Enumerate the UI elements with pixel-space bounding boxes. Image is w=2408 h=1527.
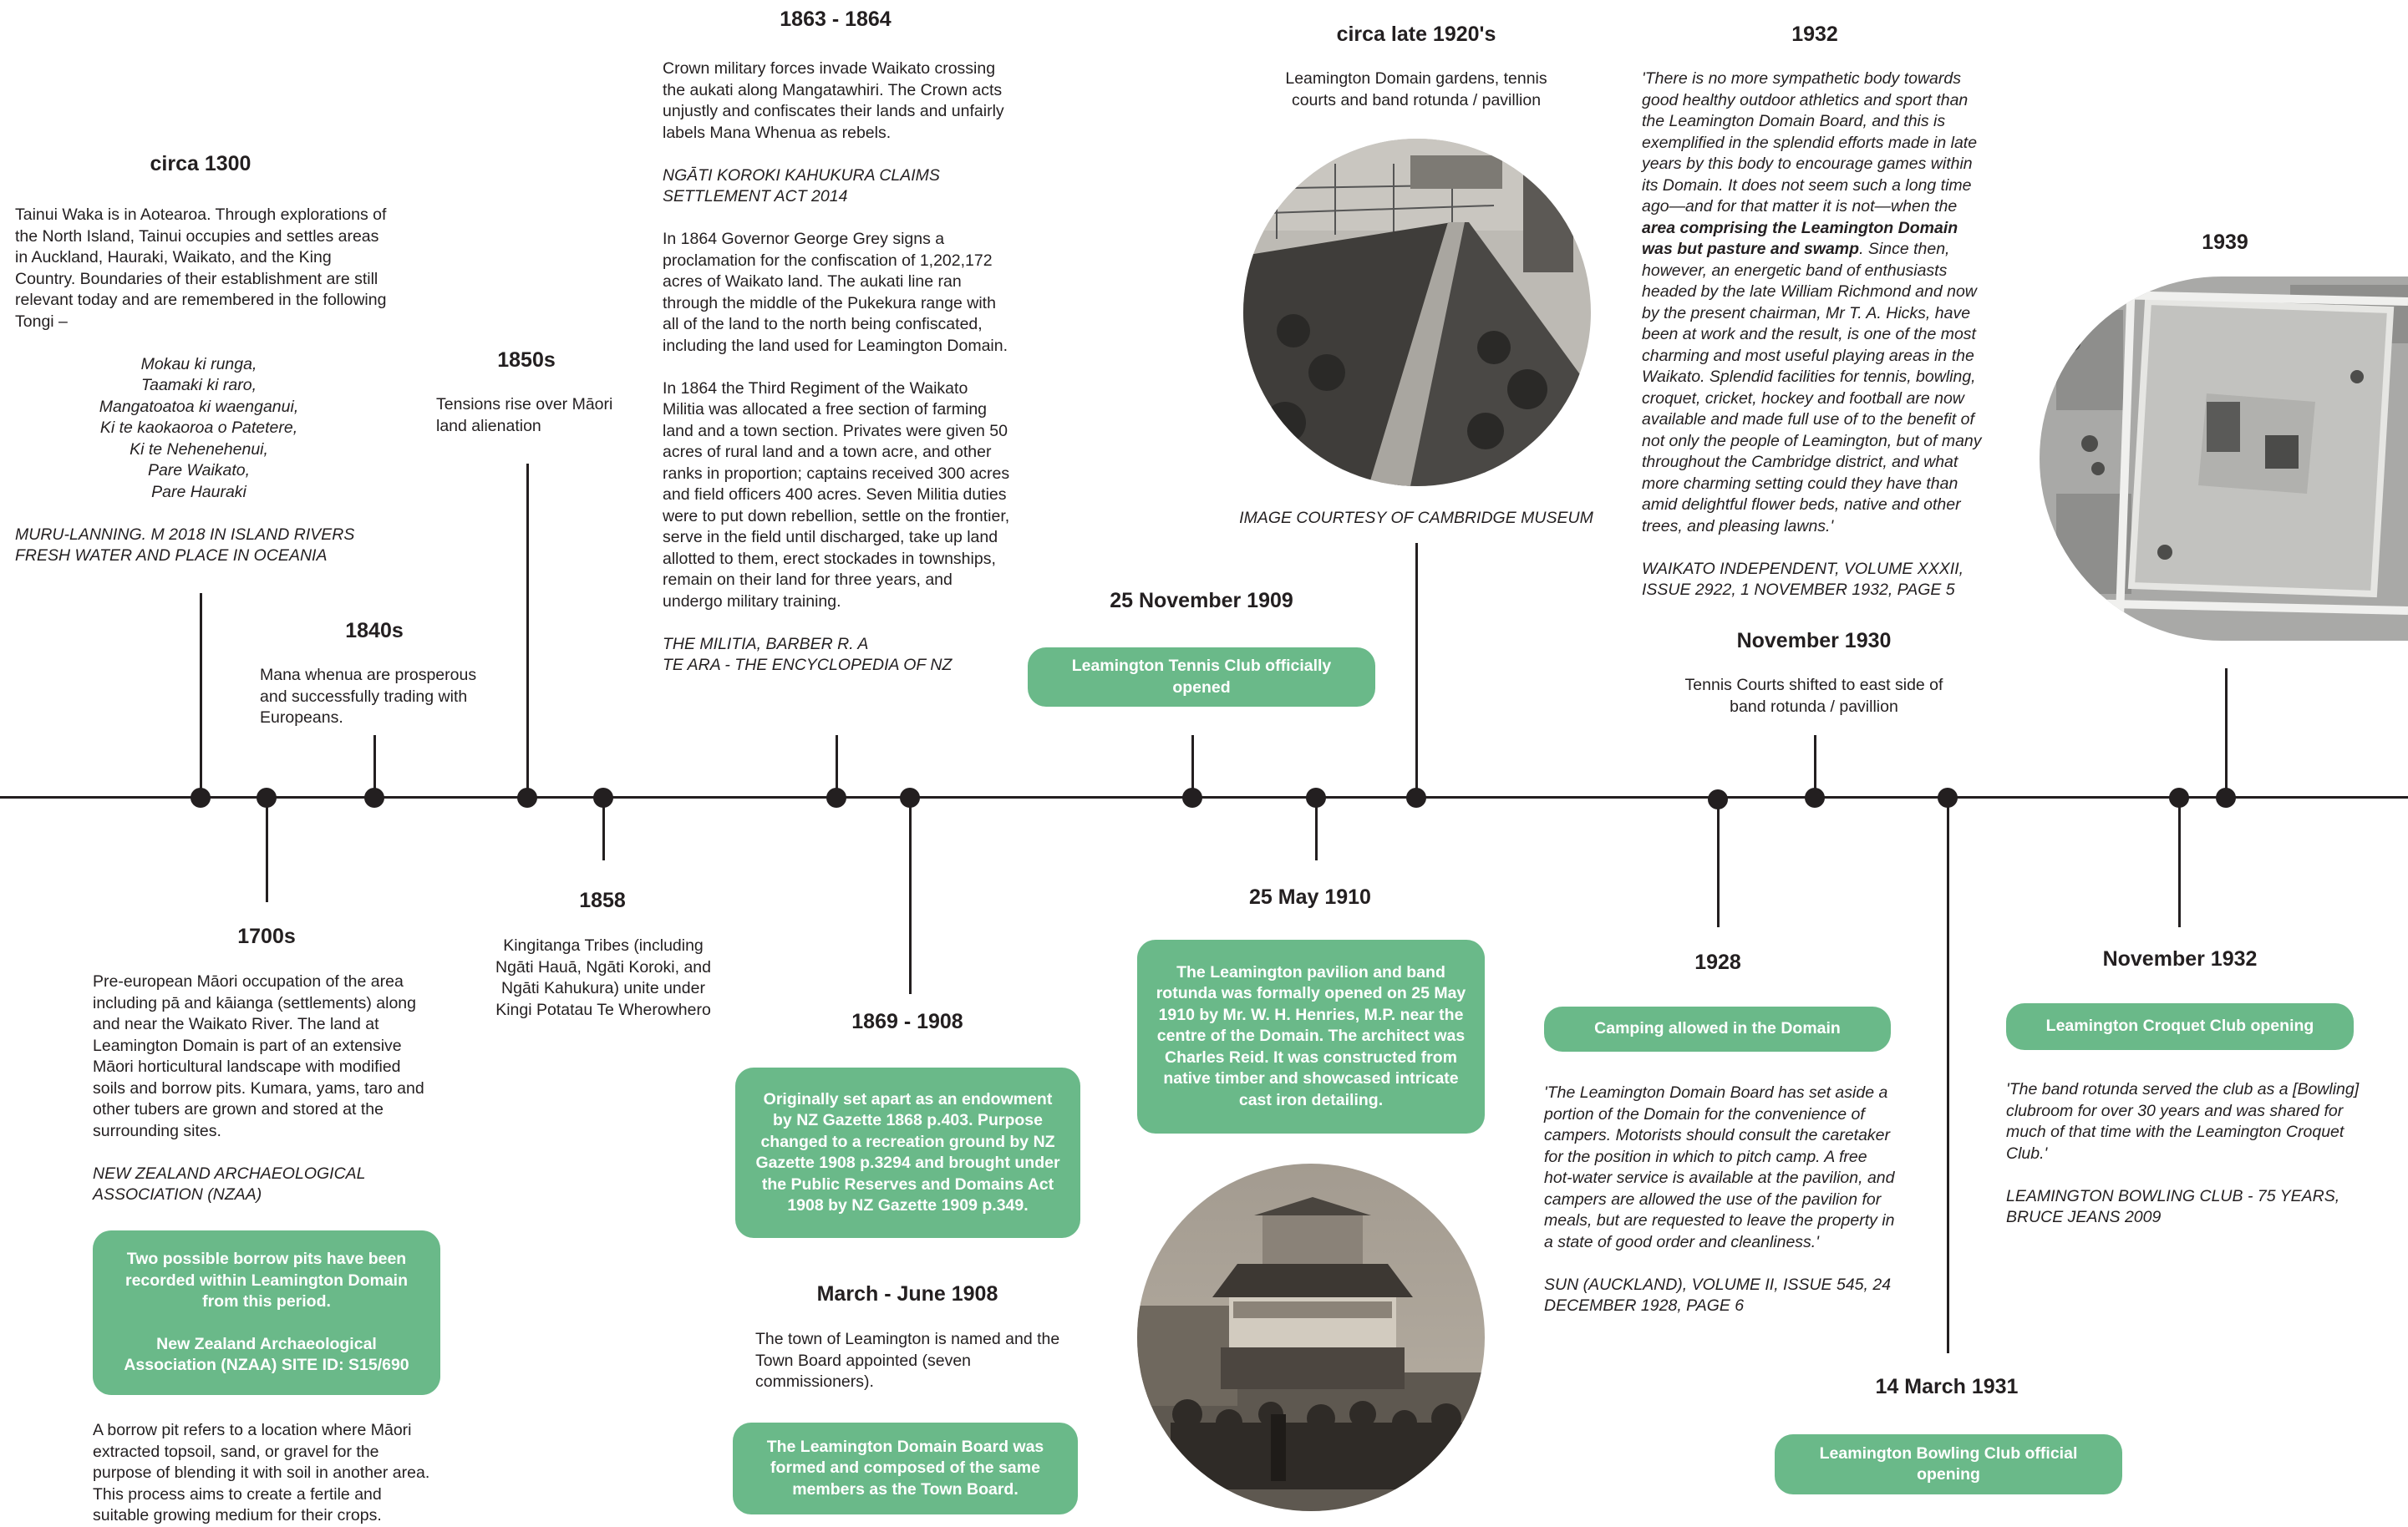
event-year: circa 1300 bbox=[150, 152, 251, 175]
event-text: Tainui Waka is in Aotearoa. Through expl… bbox=[15, 205, 387, 588]
event-year: 1863 - 1864 bbox=[780, 8, 892, 31]
info-pill: Camping allowed in the Domain bbox=[1544, 1007, 1891, 1052]
pill-text: Two possible borrow pits have been recor… bbox=[124, 1250, 409, 1311]
connector-line bbox=[1191, 735, 1194, 798]
aerial-photo bbox=[2040, 276, 2408, 641]
garden-image bbox=[1243, 139, 1591, 486]
event-text: 'The band rotunda served the club as a [… bbox=[2006, 1079, 2374, 1250]
connector-line bbox=[1717, 798, 1720, 927]
tongi-line: Ki te kaokaoroa o Patetere, bbox=[99, 419, 298, 437]
tongi-line: Ki te Nehenehenui, bbox=[130, 439, 268, 459]
pill-text: The Leamington Domain Board was formed a… bbox=[766, 1437, 1044, 1499]
event-year: 1840s bbox=[345, 619, 404, 642]
event-year: 1700s bbox=[237, 925, 296, 948]
event-description: Tensions rise over Māori land alienation bbox=[436, 395, 613, 435]
connector-line bbox=[1814, 735, 1816, 798]
event-description: Tainui Waka is in Aotearoa. Through expl… bbox=[15, 205, 387, 331]
tongi: Mokau ki runga, Taamaki ki raro, Mangato… bbox=[15, 354, 383, 504]
connector-line bbox=[2225, 668, 2228, 798]
event-year: 1869 - 1908 bbox=[851, 1010, 963, 1033]
event-year: November 1932 bbox=[2102, 947, 2258, 971]
pill-text: Originally set apart as an endowment by … bbox=[755, 1089, 1060, 1215]
connector-line bbox=[2178, 798, 2181, 927]
connector-line bbox=[1947, 798, 1949, 1353]
event-description: Mana whenua are prosperous and successfu… bbox=[260, 666, 477, 727]
pill-text: Leamington Tennis Club officially opened bbox=[1071, 657, 1332, 697]
event-source: TE ARA - THE ENCYCLOPEDIA OF NZ bbox=[663, 656, 953, 674]
connector-line bbox=[836, 735, 838, 798]
event-source: THE MILITIA, BARBER R. A bbox=[663, 634, 869, 653]
timeline-axis bbox=[0, 796, 2408, 799]
event-source: WAIKATO INDEPENDENT, VOLUME XXXII, ISSUE… bbox=[1642, 559, 1964, 600]
event-text: Crown military forces invade Waikato cro… bbox=[663, 58, 1013, 677]
tongi-line: Mokau ki runga, bbox=[140, 354, 257, 373]
connector-line bbox=[266, 798, 268, 902]
connector-line bbox=[602, 798, 605, 860]
event-description: In 1864 the Third Regiment of the Waikat… bbox=[663, 378, 1010, 611]
info-pill: Originally set apart as an endowment by … bbox=[735, 1068, 1080, 1238]
info-pill: Leamington Bowling Club official opening bbox=[1775, 1434, 2122, 1494]
pill-text: Camping allowed in the Domain bbox=[1594, 1019, 1841, 1038]
connector-line bbox=[1315, 798, 1318, 860]
event-year: 14 March 1931 bbox=[1875, 1375, 2019, 1398]
event-description: Crown military forces invade Waikato cro… bbox=[663, 59, 1004, 142]
event-source: NGĀTI KOROKI KAHUKURA CLAIMS SETTLEMENT … bbox=[663, 165, 940, 206]
event-text: 'The Leamington Domain Board has set asi… bbox=[1544, 1083, 1895, 1338]
event-year: 1939 bbox=[2202, 231, 2248, 254]
event-year: 1928 bbox=[1694, 951, 1741, 974]
event-year: March - June 1908 bbox=[816, 1282, 998, 1306]
info-pill: Two possible borrow pits have been recor… bbox=[93, 1230, 440, 1395]
quote-part: 'There is no more sympathetic body towar… bbox=[1642, 69, 1978, 216]
quote-part: . Since then, however, an energetic band… bbox=[1642, 240, 1982, 535]
garden-photo bbox=[1243, 139, 1591, 486]
tongi-line: Taamaki ki raro, bbox=[141, 376, 257, 394]
event-quote: 'The band rotunda served the club as a [… bbox=[2006, 1080, 2360, 1163]
event-year: 1932 bbox=[1791, 23, 1838, 46]
connector-line bbox=[909, 798, 912, 994]
connector-line bbox=[373, 735, 376, 798]
event-description: The town of Leamington is named and the … bbox=[755, 1330, 1060, 1391]
event-source: SUN (AUCKLAND), VOLUME II, ISSUE 545, 24… bbox=[1544, 1275, 1892, 1316]
quote-emphasis: area comprising the Leamington Domain wa… bbox=[1642, 218, 1958, 259]
event-description: Pre-european Māori occupation of the are… bbox=[93, 972, 424, 1140]
event-year: circa late 1920's bbox=[1336, 23, 1496, 46]
rotunda-photo bbox=[1137, 1164, 1485, 1511]
event-quote: 'There is no more sympathetic body towar… bbox=[1642, 68, 1993, 537]
connector-line bbox=[526, 464, 529, 798]
pill-text: Leamington Croquet Club opening bbox=[2045, 1017, 2314, 1036]
event-description: Tennis Courts shifted to east side of ba… bbox=[1684, 676, 1943, 716]
event-description: In 1864 Governor George Grey signs a pro… bbox=[663, 230, 1008, 355]
info-pill: The Leamington pavilion and band rotunda… bbox=[1137, 940, 1485, 1134]
event-quote: 'The Leamington Domain Board has set asi… bbox=[1544, 1083, 1895, 1251]
event-description: Kingitanga Tribes (including Ngāti Hauā,… bbox=[495, 936, 711, 1019]
event-year: 25 November 1909 bbox=[1110, 589, 1293, 612]
connector-line bbox=[200, 593, 202, 798]
connector-line bbox=[1415, 543, 1418, 798]
info-pill: Leamington Croquet Club opening bbox=[2006, 1003, 2354, 1050]
event-source: NEW ZEALAND ARCHAEOLOGICAL ASSOCIATION (… bbox=[93, 1164, 366, 1205]
event-note: A borrow pit refers to a location where … bbox=[93, 1421, 430, 1524]
event-year: November 1930 bbox=[1736, 629, 1892, 652]
event-year: 1850s bbox=[497, 348, 556, 372]
event-description: Leamington Domain gardens, tennis courts… bbox=[1285, 69, 1547, 109]
info-pill: Leamington Tennis Club officially opened bbox=[1028, 647, 1375, 707]
image-credit: IMAGE COURTESY OF CAMBRIDGE MUSEUM bbox=[1239, 509, 1593, 527]
tongi-line: Pare Hauraki bbox=[151, 482, 246, 501]
pill-text: New Zealand Archaeological Association (… bbox=[124, 1334, 409, 1375]
event-year: 25 May 1910 bbox=[1249, 885, 1371, 909]
info-pill: The Leamington Domain Board was formed a… bbox=[733, 1423, 1078, 1514]
pill-text: The Leamington pavilion and band rotunda… bbox=[1156, 962, 1466, 1109]
tongi-line: Mangatoatoa ki waenganui, bbox=[99, 397, 299, 416]
aerial-image bbox=[2040, 276, 2408, 641]
event-text: 'There is no more sympathetic body towar… bbox=[1642, 68, 1993, 622]
event-text: Pre-european Māori occupation of the are… bbox=[93, 971, 435, 1227]
pill-text: Leamington Bowling Club official opening bbox=[1819, 1443, 2078, 1484]
event-source: MURU-LANNING. M 2018 IN ISLAND RIVERS FR… bbox=[15, 525, 355, 566]
rotunda-image bbox=[1137, 1164, 1485, 1511]
event-year: 1858 bbox=[579, 889, 626, 912]
tongi-line: Pare Waikato, bbox=[147, 461, 251, 479]
event-source: LEAMINGTON BOWLING CLUB - 75 YEARS, BRUC… bbox=[2006, 1186, 2340, 1227]
